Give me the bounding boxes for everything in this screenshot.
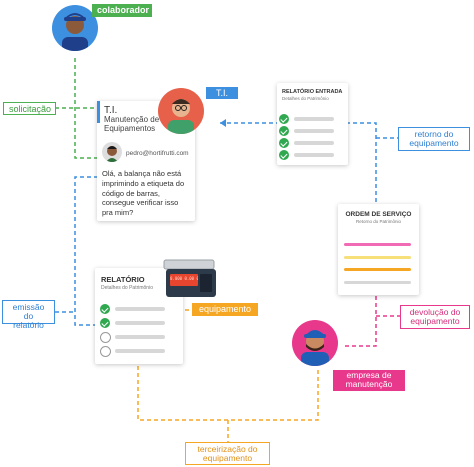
scale-display: 0.000 0.00 0.00 bbox=[170, 276, 198, 281]
service-order-bar-pink bbox=[344, 243, 411, 246]
report-check-1 bbox=[100, 304, 110, 314]
ti-tag: T.I. bbox=[206, 87, 238, 99]
chat-card-title: T.I. bbox=[104, 105, 118, 116]
scale-icon: 0.000 0.00 0.00 bbox=[162, 258, 218, 300]
report-check-2 bbox=[100, 318, 110, 328]
report-bar-1 bbox=[115, 307, 165, 311]
report-entry-bar-2 bbox=[294, 129, 334, 133]
chat-card-message: Olá, a balança não está imprimindo a eti… bbox=[102, 169, 185, 217]
report-empty-2 bbox=[100, 346, 111, 357]
report-entry-bar-1 bbox=[294, 117, 334, 121]
colaborador-avatar bbox=[52, 5, 98, 51]
emissao-tag: emissão do relatório bbox=[2, 300, 55, 329]
report-entry-card: RELATÓRIO ENTRADA Detalhes do Patrimônio bbox=[277, 83, 348, 165]
chat-card: T.I. Manutenção de Equipamentos pedro@ho… bbox=[97, 101, 195, 221]
solicitacao-tag: solicitação bbox=[3, 102, 56, 115]
report-title: RELATÓRIO bbox=[101, 275, 145, 284]
service-order-bar-gray bbox=[344, 281, 411, 284]
report-empty-1 bbox=[100, 332, 111, 343]
terceirizacao-tag: terceirização do equipamento bbox=[185, 442, 270, 465]
pedro-avatar bbox=[102, 142, 122, 162]
report-bar-4 bbox=[115, 349, 165, 353]
report-entry-check-2 bbox=[279, 126, 289, 136]
devolucao-tag: devolução do equipamento bbox=[400, 305, 470, 329]
equipamento-tag: equipamento bbox=[192, 303, 258, 316]
report-bar-3 bbox=[115, 335, 165, 339]
report-entry-check-4 bbox=[279, 150, 289, 160]
report-entry-bar-3 bbox=[294, 141, 334, 145]
report-entry-bar-4 bbox=[294, 153, 334, 157]
report-subtitle: Detalhes do Patrimônio bbox=[101, 285, 153, 291]
retorno-tag: retorno do equipamento bbox=[398, 127, 470, 151]
report-entry-title: RELATÓRIO ENTRADA bbox=[282, 89, 343, 95]
empresa-tag: empresa de manutenção bbox=[333, 370, 405, 391]
chat-card-subtitle: Manutenção de Equipamentos bbox=[104, 115, 160, 133]
colaborador-tag: colaborador bbox=[92, 4, 152, 17]
report-entry-check-1 bbox=[279, 114, 289, 124]
service-order-card: ORDEM DE SERVIÇO Retorno do Patrimônio bbox=[338, 204, 419, 295]
service-order-bar-orange bbox=[344, 268, 411, 271]
service-order-bar-yellow bbox=[344, 256, 411, 259]
empresa-avatar bbox=[292, 320, 338, 366]
service-order-subtitle: Retorno do Patrimônio bbox=[355, 219, 402, 224]
report-bar-2 bbox=[115, 321, 165, 325]
ti-avatar bbox=[158, 88, 204, 134]
report-entry-check-3 bbox=[279, 138, 289, 148]
chat-card-accent bbox=[97, 101, 100, 123]
report-entry-subtitle: Detalhes do Patrimônio bbox=[282, 96, 329, 101]
service-order-title: ORDEM DE SERVIÇO bbox=[345, 211, 412, 218]
chat-card-email: pedro@hortifrutti.com bbox=[126, 150, 189, 157]
